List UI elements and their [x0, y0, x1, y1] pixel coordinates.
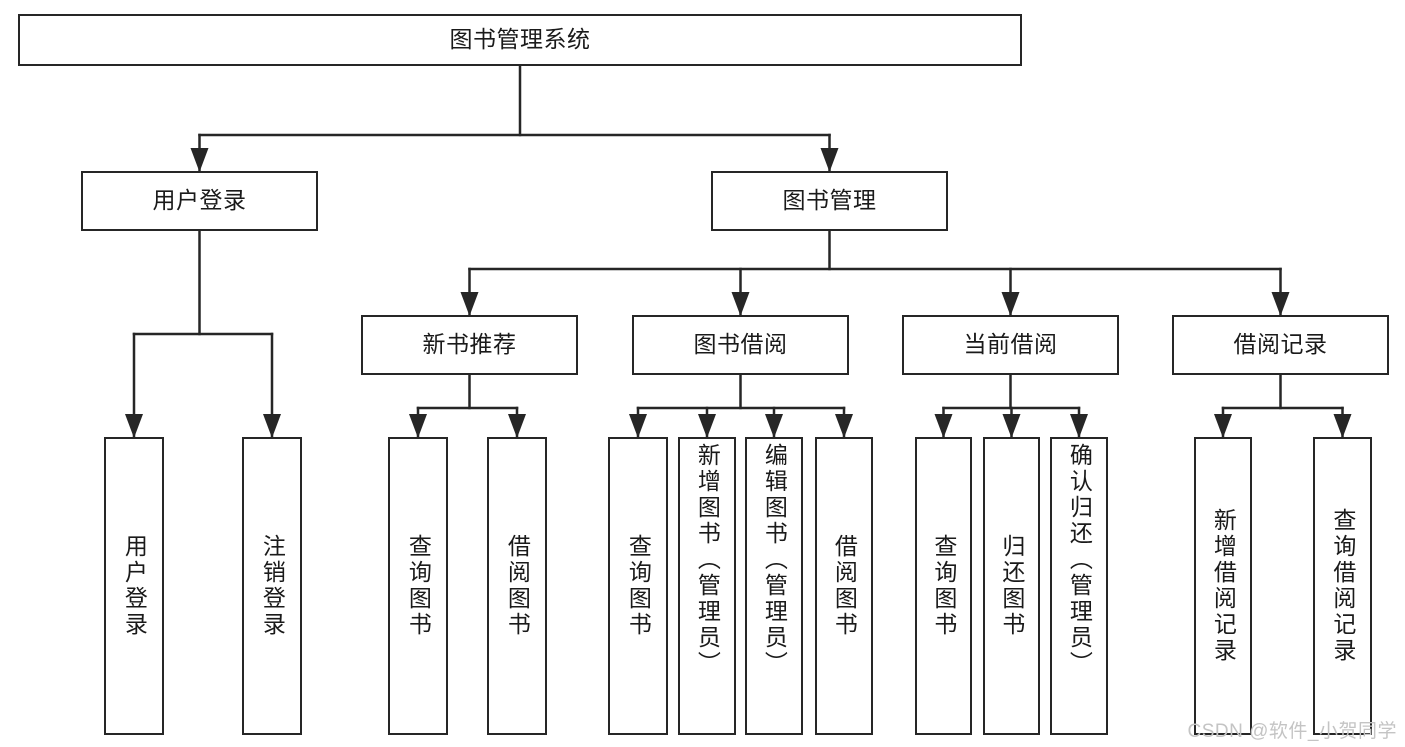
node-leaf-borrow-book[interactable]: 借阅图书 — [815, 437, 873, 735]
arrowhead-icon — [765, 414, 783, 438]
node-label: 查询借阅记录 — [1329, 508, 1356, 664]
arrowhead-icon — [1271, 292, 1290, 316]
node-leaf-query-record[interactable]: 查询借阅记录 — [1313, 437, 1372, 735]
node-label: 注销登录 — [259, 534, 286, 638]
arrowhead-icon — [1002, 414, 1021, 438]
node-label: 借阅记录 — [1233, 331, 1328, 358]
node-root[interactable]: 图书管理系统 — [18, 14, 1022, 66]
node-borrow[interactable]: 图书借阅 — [632, 315, 849, 375]
arrowhead-icon — [409, 414, 427, 438]
arrowhead-icon — [1214, 414, 1232, 438]
node-records[interactable]: 借阅记录 — [1172, 315, 1389, 375]
arrowhead-icon — [934, 414, 953, 438]
node-leaf-query-cur[interactable]: 查询图书 — [915, 437, 972, 735]
node-leaf-login[interactable]: 用户登录 — [104, 437, 164, 735]
node-leaf-add-record[interactable]: 新增借阅记录 — [1194, 437, 1252, 735]
node-leaf-add-book[interactable]: 新增图书（管理员） — [678, 437, 736, 735]
node-label: 归还图书 — [998, 534, 1025, 638]
node-label: 图书管理系统 — [449, 26, 591, 53]
node-label: 新增借阅记录 — [1210, 508, 1237, 664]
arrowhead-icon — [698, 414, 716, 438]
arrowhead-icon — [190, 148, 209, 172]
arrowhead-icon — [1001, 292, 1020, 316]
node-label: 用户登录 — [121, 534, 148, 638]
node-label: 借阅图书 — [504, 534, 531, 638]
node-leaf-borrow-new[interactable]: 借阅图书 — [487, 437, 547, 735]
arrowhead-icon — [835, 414, 853, 438]
watermark: CSDN @软件_小贺同学 — [1187, 721, 1397, 742]
node-label: 确认归还（管理员） — [1066, 443, 1093, 677]
node-label: 新书推荐 — [422, 331, 517, 358]
node-leaf-query-new[interactable]: 查询图书 — [388, 437, 448, 735]
node-label: 新增图书（管理员） — [694, 443, 721, 677]
arrowhead-icon — [820, 148, 839, 172]
arrowhead-icon — [460, 292, 479, 316]
node-label: 图书借阅 — [693, 331, 788, 358]
node-login[interactable]: 用户登录 — [81, 171, 318, 231]
arrowhead-icon — [629, 414, 647, 438]
arrowhead-icon — [263, 414, 281, 438]
node-label: 用户登录 — [152, 187, 247, 214]
arrowhead-icon — [508, 414, 526, 438]
node-newbook[interactable]: 新书推荐 — [361, 315, 578, 375]
node-label: 编辑图书（管理员） — [761, 443, 788, 677]
node-label: 当前借阅 — [963, 331, 1058, 358]
node-label: 图书管理 — [782, 187, 877, 214]
node-label: 查询图书 — [625, 534, 652, 638]
arrowhead-icon — [125, 414, 143, 438]
node-leaf-confirm[interactable]: 确认归还（管理员） — [1050, 437, 1108, 735]
arrowhead-icon — [731, 292, 750, 316]
node-leaf-logout[interactable]: 注销登录 — [242, 437, 302, 735]
node-current[interactable]: 当前借阅 — [902, 315, 1119, 375]
node-leaf-query-book[interactable]: 查询图书 — [608, 437, 668, 735]
node-label: 查询图书 — [405, 534, 432, 638]
node-leaf-edit-book[interactable]: 编辑图书（管理员） — [745, 437, 803, 735]
node-bookmgmt[interactable]: 图书管理 — [711, 171, 948, 231]
arrowhead-icon — [1070, 414, 1088, 438]
arrowhead-icon — [1333, 414, 1352, 438]
node-label: 借阅图书 — [831, 534, 858, 638]
node-leaf-return[interactable]: 归还图书 — [983, 437, 1040, 735]
node-label: 查询图书 — [930, 534, 957, 638]
